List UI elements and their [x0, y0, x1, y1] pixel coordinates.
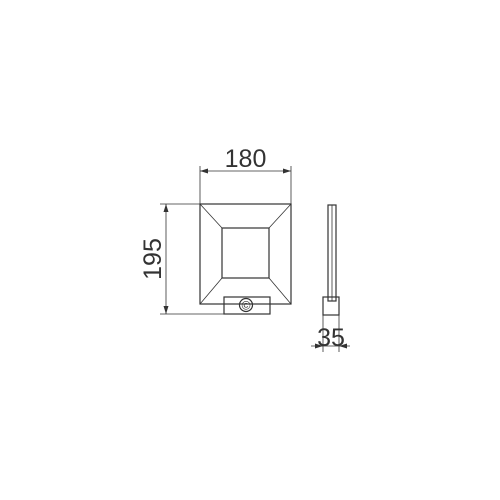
depth-dimension: 35 [311, 315, 350, 352]
width-dimension-label: 180 [225, 145, 267, 173]
sensor-housing [223, 296, 271, 315]
height-dimension: 195 [139, 203, 224, 315]
fixture-outer-frame [199, 203, 292, 305]
height-dimension-label: 195 [139, 238, 167, 280]
side-view [322, 204, 340, 316]
sensor-symbol: © [242, 299, 251, 313]
sensor-icon [238, 297, 254, 313]
depth-dimension-label: 35 [317, 324, 345, 352]
bevel-lines [199, 203, 292, 305]
side-sensor-housing [322, 296, 340, 316]
fixture-inner-panel [221, 227, 270, 279]
front-view: © [199, 203, 292, 315]
width-dimension: 180 [199, 145, 292, 204]
